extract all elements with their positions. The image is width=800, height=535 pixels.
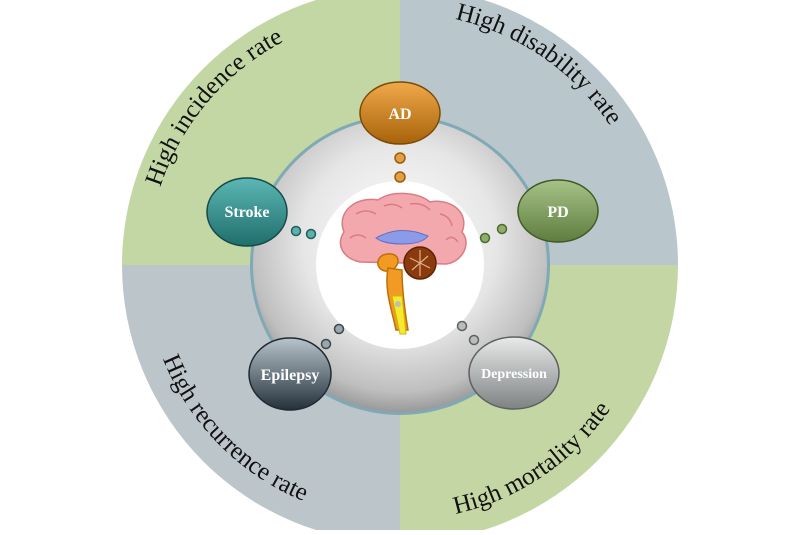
node-pd[interactable]: PD <box>517 179 599 243</box>
node-epilepsy[interactable]: Epilepsy <box>248 337 332 411</box>
connector-dots <box>290 152 508 350</box>
node-epilepsy-label: Epilepsy <box>261 367 320 384</box>
node-stroke[interactable]: Stroke <box>206 177 288 247</box>
node-depression[interactable]: Depression <box>468 336 560 410</box>
node-ad[interactable]: AD <box>359 81 441 145</box>
node-depression-label: Depression <box>481 367 547 382</box>
node-stroke-label: Stroke <box>224 204 269 221</box>
node-ad-label: AD <box>388 106 411 123</box>
brain-icon <box>339 192 467 335</box>
node-pd-label: PD <box>547 204 568 221</box>
